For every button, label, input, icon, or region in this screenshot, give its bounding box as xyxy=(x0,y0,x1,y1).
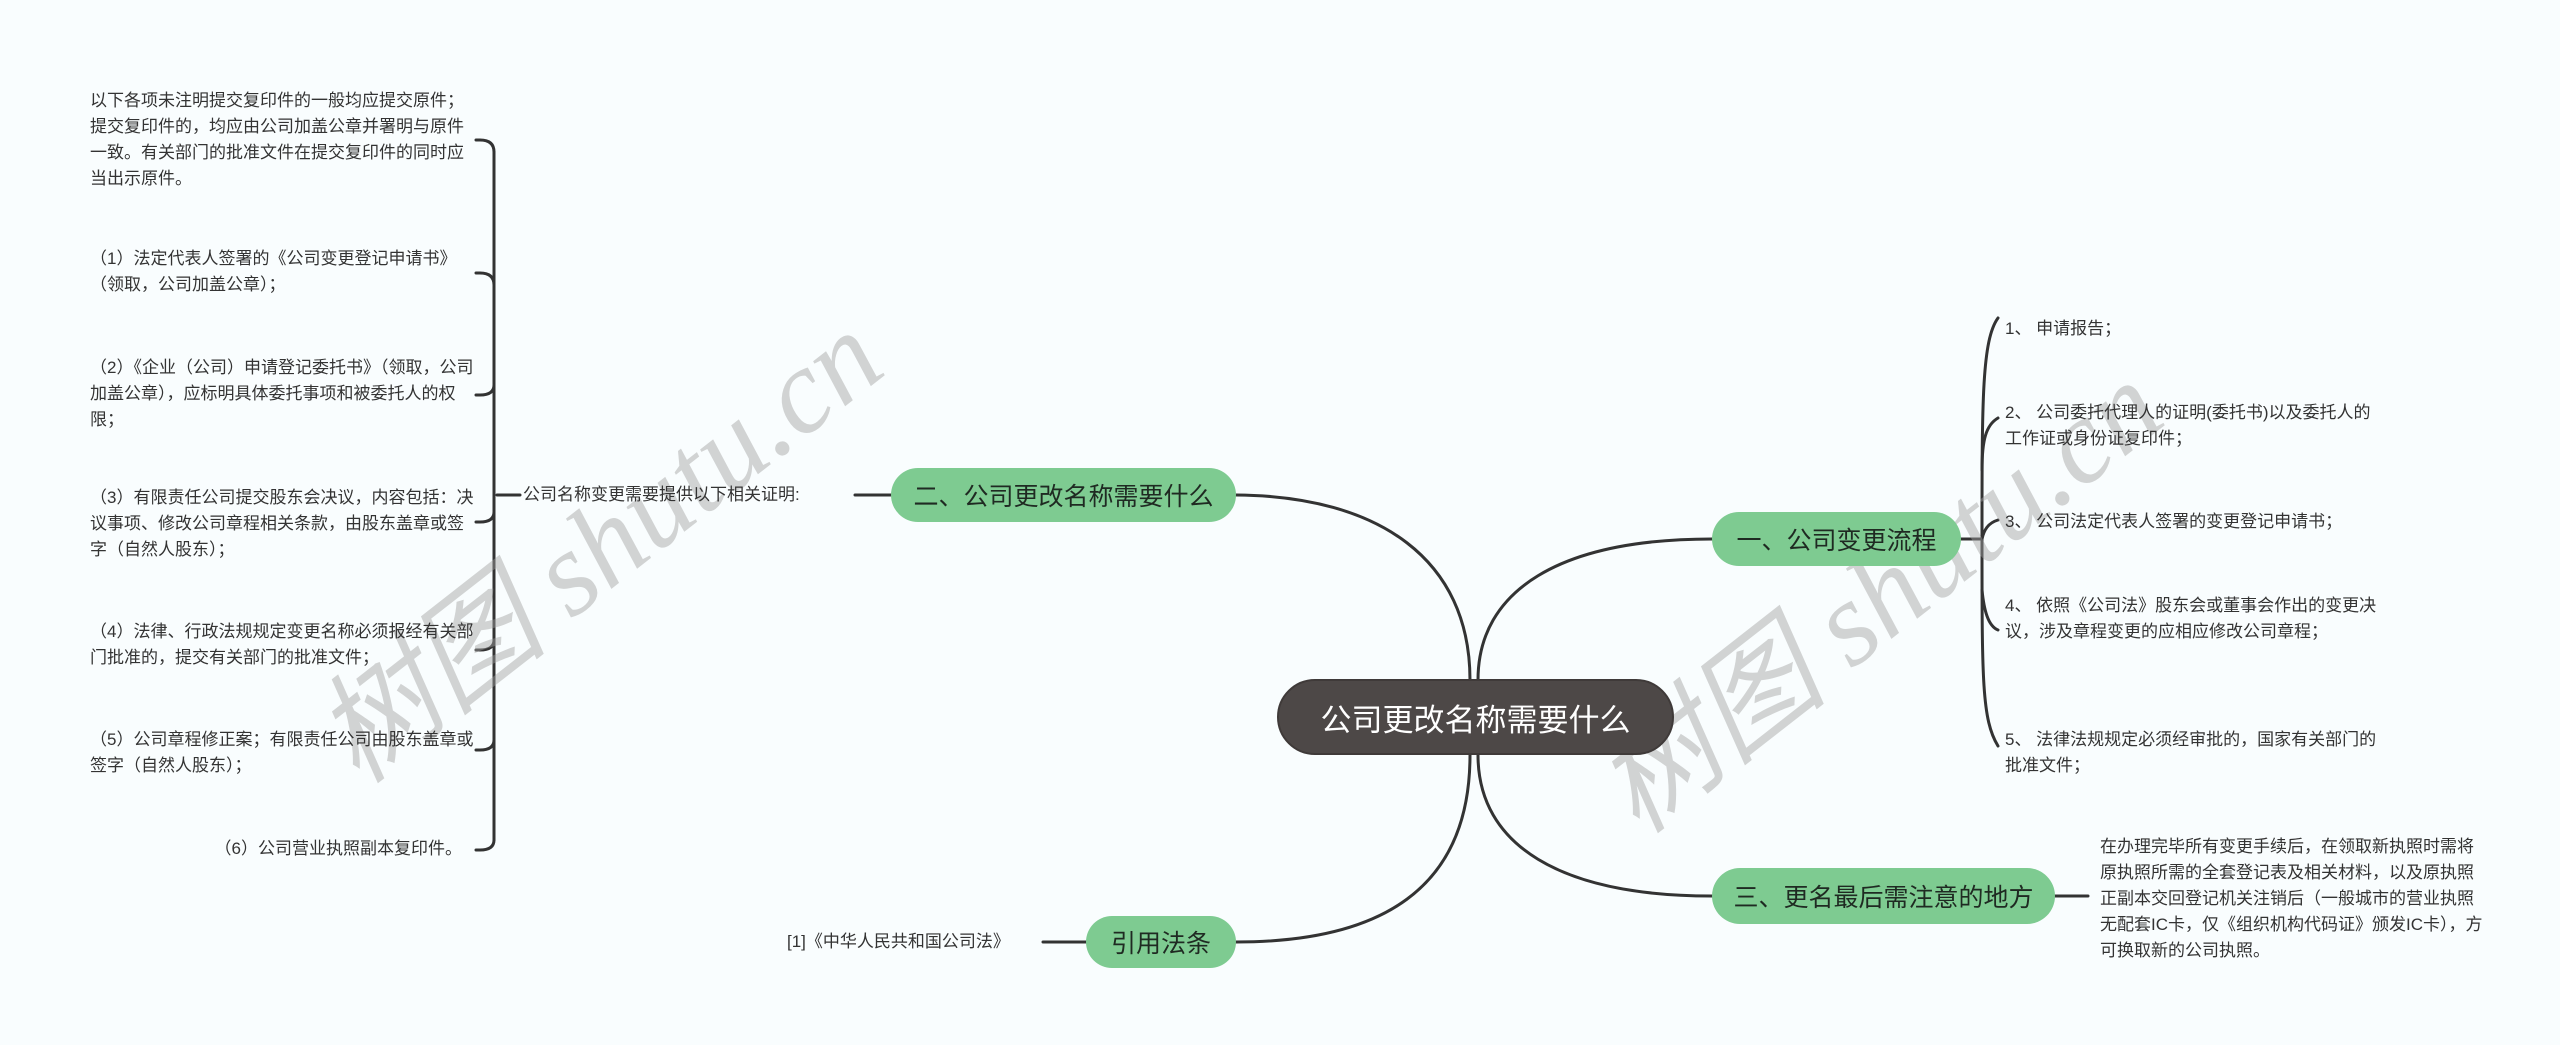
document-item-3: （3）有限责任公司提交股东会决议，内容包括：决议事项、修改公司章程相关条款，由股… xyxy=(90,488,474,559)
document-item-4: （4）法律、行政法规规定变更名称必须报经有关部门批准的，提交有关部门的批准文件； xyxy=(90,622,474,667)
document-item-2: （2）《企业（公司）申请登记委托书》（领取，公司加盖公章），应标明具体委托事项和… xyxy=(90,358,474,429)
branch-change-process[interactable]: 一、公司变更流程 xyxy=(1712,512,1961,566)
link-root-to-branch-1 xyxy=(1476,537,1714,682)
document-item-5: （5）公司章程修正案；有限责任公司由股东盖章或签字（自然人股东）； xyxy=(90,730,474,775)
process-step-3: 3、 公司法定代表人签署的变更登记申请书； xyxy=(2005,512,2343,531)
branch-final-notes-label: 三、更名最后需注意的地方 xyxy=(1733,884,2034,912)
branch-final-notes[interactable]: 三、更名最后需注意的地方 xyxy=(1712,868,2055,924)
document-item-1: （1）法定代表人签署的《公司变更登记申请书》（领取，公司加盖公章）； xyxy=(90,249,457,294)
process-step-2: 2、 公司委托代理人的证明(委托书)以及委托人的工作证或身份证复印件； xyxy=(2005,403,2371,448)
process-step-5: 5、 法律法规规定必须经审批的，国家有关部门的批准文件； xyxy=(2005,730,2377,775)
link-root-to-branch-2 xyxy=(1234,493,1472,682)
process-step-4: 4、 依照《公司法》股东会或董事会作出的变更决议，涉及章程变更的应相应修改公司章… xyxy=(2005,596,2377,641)
branch-required-documents[interactable]: 二、公司更改名称需要什么 xyxy=(891,468,1236,522)
branch-required-documents-label: 二、公司更改名称需要什么 xyxy=(913,483,1214,511)
final-note-text: 在办理完毕所有变更手续后，在领取新执照时需将原执照所需的全套登记表及相关材料，以… xyxy=(2100,837,2483,960)
branch-change-process-label: 一、公司变更流程 xyxy=(1736,527,1937,555)
branch-citations-label: 引用法条 xyxy=(1110,930,1211,958)
branch-citations[interactable]: 引用法条 xyxy=(1086,916,1236,968)
link-root-to-branch-3 xyxy=(1476,753,1714,898)
root-node[interactable]: 公司更改名称需要什么 xyxy=(1277,679,1674,755)
link-root-to-citations xyxy=(1234,753,1472,944)
required-documents-connector-label: 公司名称变更需要提供以下相关证明: xyxy=(523,485,800,504)
document-item-6: （6）公司营业执照副本复印件。 xyxy=(214,839,462,858)
root-node-label: 公司更改名称需要什么 xyxy=(1320,702,1631,738)
citation-item-1: [1]《中华人民共和国公司法》 xyxy=(787,932,1010,951)
document-note: 以下各项未注明提交复印件的一般均应提交原件；提交复印件的，均应由公司加盖公章并署… xyxy=(90,91,464,188)
process-step-1: 1、 申请报告； xyxy=(2005,319,2122,338)
